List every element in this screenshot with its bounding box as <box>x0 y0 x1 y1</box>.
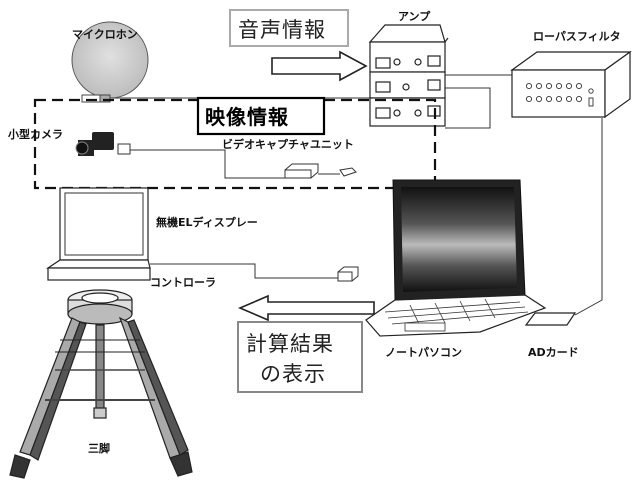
camera <box>75 132 131 156</box>
audio-info-label: 音声情報 <box>238 18 326 42</box>
amplifier <box>368 24 449 127</box>
tripod-label: 三脚 <box>88 441 110 455</box>
adcard-label: ADカード <box>528 346 579 359</box>
ad-card <box>524 312 577 326</box>
notebook-pc <box>365 179 547 337</box>
audio-arrow <box>271 50 368 82</box>
audio-info-box <box>229 9 349 47</box>
notebook-label: ノートパソコン <box>385 346 462 359</box>
video-info-label: 映像情報 <box>205 105 289 129</box>
lowpass-filter <box>510 50 632 119</box>
result-box <box>237 321 363 393</box>
capture-label: ビデオキャプチャユニット <box>222 137 354 151</box>
el-display <box>46 187 151 281</box>
controller <box>337 266 359 282</box>
display-label: 無機ELディスプレー <box>156 215 258 229</box>
result-arrow <box>237 294 375 322</box>
microphone <box>71 21 149 103</box>
microphone-label: マイクロホン <box>72 28 138 41</box>
result-label-line2: の表示 <box>260 362 326 386</box>
capture-unit <box>284 163 357 179</box>
camera-label: 小型カメラ <box>7 127 63 141</box>
video-info-box <box>196 96 326 136</box>
result-label-line1: 計算結果 <box>246 332 334 356</box>
tripod <box>9 289 193 479</box>
controller-label: コントローラ <box>150 276 216 289</box>
lowpass-label: ローパスフィルタ <box>533 30 621 43</box>
amp-label: アンプ <box>398 9 431 23</box>
video-region-dashed <box>33 98 437 190</box>
